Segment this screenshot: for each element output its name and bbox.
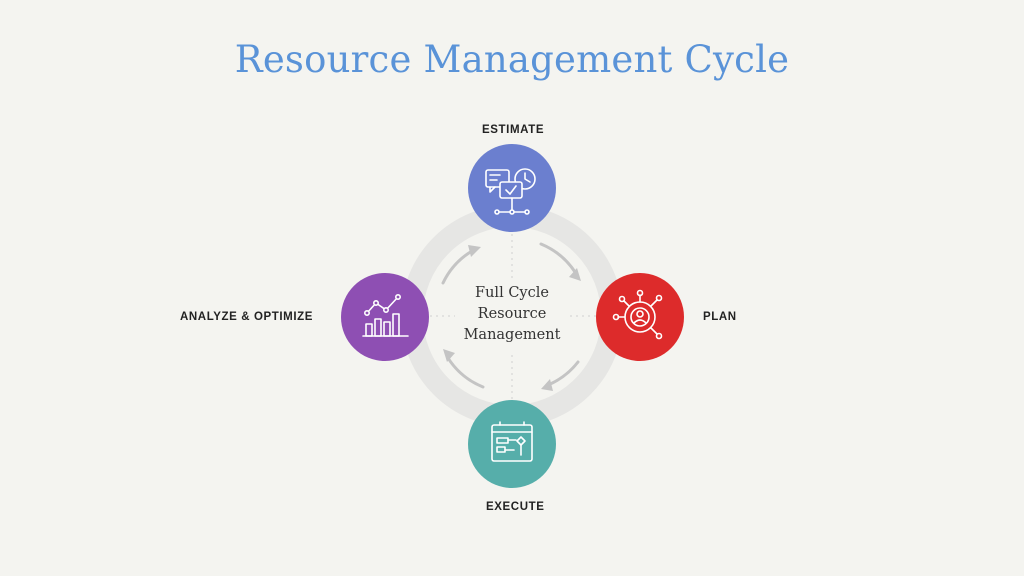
stage-plan-node xyxy=(596,273,684,361)
execute-board-icon xyxy=(491,421,533,462)
arrow-execute-to-analyze xyxy=(446,356,485,389)
stage-estimate-node xyxy=(468,144,556,232)
plan-target-icon xyxy=(612,289,663,340)
arrow-estimate-to-plan xyxy=(539,242,577,274)
arrow-analyze-to-estimate xyxy=(441,249,474,285)
analytics-chart-icon xyxy=(362,293,409,337)
stage-label-plan: PLAN xyxy=(703,311,737,323)
center-label-line-3: Management xyxy=(463,327,561,343)
estimate-icon xyxy=(485,168,536,215)
center-label-line-1: Full Cycle xyxy=(475,285,549,301)
flow-arrows xyxy=(441,242,580,389)
stage-label-analyze: ANALYZE & OPTIMIZE xyxy=(180,311,314,323)
page-title: Resource Management Cycle xyxy=(234,38,790,81)
center-label: Full Cycle Resource Management xyxy=(432,283,592,346)
stage-label-execute: EXECUTE xyxy=(486,501,545,513)
stage-execute-node xyxy=(468,400,556,488)
stage-analyze-node xyxy=(341,273,429,361)
arrow-heads xyxy=(443,245,581,391)
center-label-line-2: Resource xyxy=(477,306,547,322)
stage-label-estimate: ESTIMATE xyxy=(482,124,545,136)
